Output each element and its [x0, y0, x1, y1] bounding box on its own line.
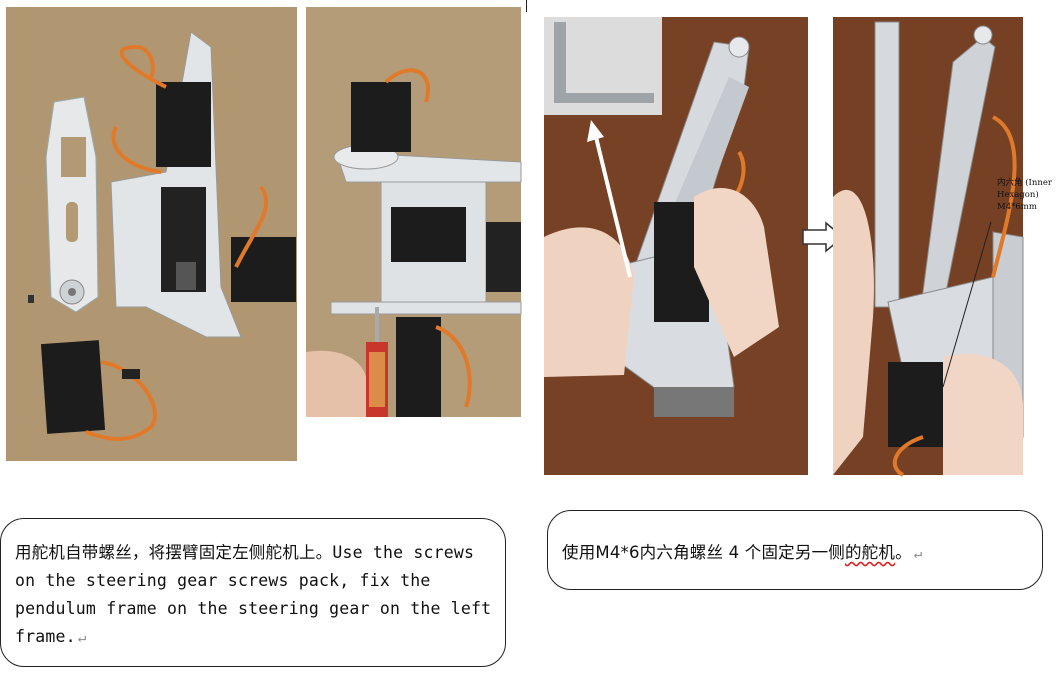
- annotation-line-1: 内六角 (Inner: [997, 178, 1052, 188]
- photo-hexagon-screws: 内六角 (Inner Hexagon) M4*6mm: [833, 17, 1052, 477]
- paragraph-mark-icon: ↵: [77, 630, 87, 646]
- caption-right-text: 使用M4*6内六角螺丝 4 个固定另一侧的舵机。↵: [562, 539, 1030, 568]
- photo-arm-assembly: [544, 17, 808, 475]
- paragraph-mark-icon: ↵: [913, 546, 923, 562]
- caption-left-english: Use the screws on the steering gear scre…: [15, 543, 502, 646]
- caption-left-text: 用舵机自带螺丝，将摆臂固定左侧舵机上。Use the screws on the…: [15, 539, 493, 652]
- photo-screw-fixing: [306, 7, 522, 417]
- caption-right-underlined: 的舵机: [844, 543, 896, 562]
- caption-left-chinese: 用舵机自带螺丝，将摆臂固定左侧舵机上。: [15, 543, 333, 562]
- caption-box-right: 使用M4*6内六角螺丝 4 个固定另一侧的舵机。↵: [547, 510, 1043, 590]
- caption-right-part-1: 使用M4*6内六角螺丝 4 个固定另一侧: [562, 543, 845, 562]
- caption-right-part-3: 。: [895, 543, 912, 562]
- photo-parts-layout: [6, 7, 297, 461]
- annotation-line-2: Hexagon) M4*6mm: [997, 190, 1039, 212]
- photo-annotation: 内六角 (Inner Hexagon) M4*6mm: [997, 177, 1057, 213]
- caption-box-left: 用舵机自带螺丝，将摆臂固定左侧舵机上。Use the screws on the…: [0, 518, 506, 667]
- divider-mark: [526, 0, 527, 12]
